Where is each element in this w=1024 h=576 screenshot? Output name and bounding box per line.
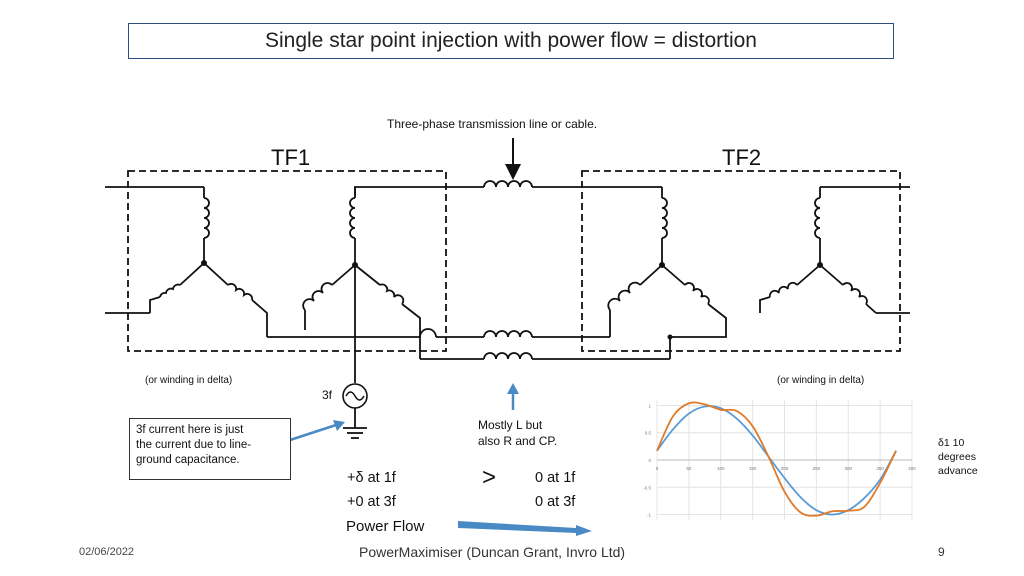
ac-source-icon (342, 383, 368, 409)
chart-y-tick-label: 1 (648, 403, 651, 408)
advance-note-2: degrees (938, 451, 976, 463)
power-flow-label: Power Flow (346, 518, 425, 535)
chart-x-tick-label: 300 (844, 466, 852, 471)
advance-note-3: advance (938, 465, 978, 477)
tf2-box (581, 170, 901, 352)
mostly-l-label: Mostly L but (478, 418, 543, 432)
chart-x-tick-label: 0 (656, 466, 659, 471)
delta-note-right: (or winding in delta) (777, 375, 865, 386)
ground-icon (343, 427, 367, 439)
note-line: the current due to line- (136, 439, 252, 451)
chart-y-tick-label: -0.5 (643, 485, 651, 490)
chart-series-orange-line (656, 401, 897, 517)
mostly-r-label: also R and CP. (478, 434, 558, 448)
page-number: 9 (938, 545, 945, 559)
chart-x-tick-label: 250 (813, 466, 821, 471)
greater-than-sign: > (482, 464, 497, 491)
mostly-l-arrow (507, 383, 519, 410)
transmission-line-label: Three-phase transmission line or cable. (387, 117, 598, 131)
footer-date: 02/06/2022 (79, 546, 135, 558)
chart-series-blue-line (656, 405, 897, 516)
advance-note-1: δ1 10 (938, 437, 965, 449)
main-wiring (105, 186, 910, 383)
chart-x-tick-label: 350 (876, 466, 884, 471)
chart-y-tick-label: 0 (648, 458, 651, 463)
chart-x-tick-label: 100 (717, 466, 725, 471)
left-eq-1f: +δ at 1f (347, 470, 396, 486)
footer-center: PowerMaximiser (Duncan Grant, Invro Ltd) (359, 544, 626, 560)
star-point-dots (201, 260, 823, 340)
slide-title: Single star point injection with power f… (128, 23, 894, 59)
chart-x-tick-label: 150 (749, 466, 757, 471)
source-label: 3f (322, 388, 333, 402)
chart-x-tick-label: 400 (908, 466, 916, 471)
right-eq-1f: 0 at 1f (535, 470, 576, 486)
chart-y-tick-label: -1 (647, 513, 651, 518)
tf1-label: TF1 (271, 145, 311, 170)
right-eq-3f: 0 at 3f (535, 494, 576, 510)
delta-note-left: (or winding in delta) (145, 375, 233, 386)
left-eq-3f: +0 at 3f (347, 494, 396, 510)
waveform-chart: 0 50 100 150 200 250 300 350 400 1 0.5 0 -0.5 -1 (643, 400, 916, 520)
power-flow-arrow (458, 521, 592, 536)
note-line: ground capacitance. (136, 454, 240, 466)
note-pointer-arrow (289, 420, 345, 442)
tf2-label: TF2 (722, 145, 762, 170)
chart-x-tick-label: 50 (686, 466, 692, 471)
note-line: 3f current here is just (136, 424, 244, 436)
chart-y-tick-label: 0.5 (645, 431, 652, 436)
capacitance-note: 3f current here is just the current due … (129, 418, 291, 480)
winding-coils (159, 180, 868, 360)
chart-x-tick-label: 200 (781, 466, 789, 471)
tf1-box (127, 170, 447, 352)
